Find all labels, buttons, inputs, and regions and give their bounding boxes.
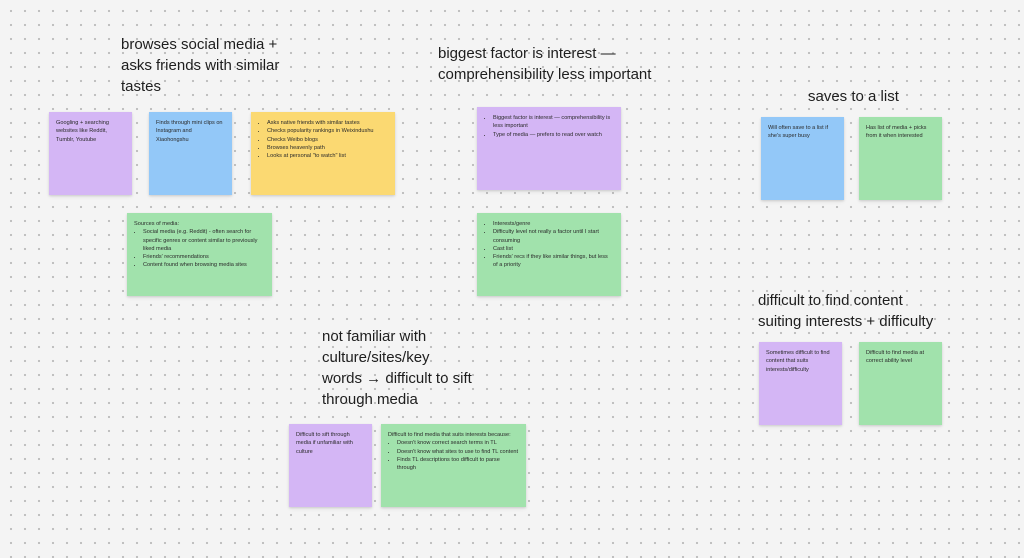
list-item: Checks popularity rankings in Weixindush… — [267, 127, 388, 135]
sticky-note-text: Googling + searching websites like Reddi… — [56, 120, 110, 143]
sticky-note-mini-clips[interactable]: Finds through mini clips on Instagram an… — [149, 112, 232, 195]
sticky-note-asks-friends[interactable]: Asks native friends with similar tastes … — [251, 112, 395, 195]
bullet-list: Doesn't know correct search terms in TL … — [388, 439, 519, 472]
sticky-note-save-to-list[interactable]: Will often save to a list if she's super… — [761, 117, 844, 200]
list-item: Difficulty level not really a factor unt… — [493, 228, 614, 245]
list-item: Social media (e.g. Reddit) - often searc… — [143, 228, 265, 253]
bullet-list: Asks native friends with similar tastes … — [258, 119, 388, 160]
bullet-list: Social media (e.g. Reddit) - often searc… — [134, 228, 265, 269]
sticky-note-biggest-factor[interactable]: Biggest factor is interest — comprehensi… — [477, 107, 621, 190]
sticky-note-sift-through-media[interactable]: Difficult to sift through media if unfam… — [289, 424, 372, 507]
list-item: Looks at personal "to watch" list — [267, 152, 388, 160]
sticky-note-sources-of-media[interactable]: Sources of media: Social media (e.g. Red… — [127, 213, 272, 296]
list-item: Friends' recs if they like similar thing… — [493, 253, 614, 270]
cluster-heading-not-familiar: not familiar with culture/sites/key word… — [322, 328, 472, 408]
list-item: Asks native friends with similar tastes — [267, 119, 388, 127]
sticky-note-lead: Sources of media: — [134, 221, 180, 227]
cluster-heading-biggest-factor: biggest factor is interest — comprehensi… — [438, 45, 652, 83]
list-item: Finds TL descriptions too difficult to p… — [397, 456, 519, 473]
list-item: Interests/genre — [493, 220, 614, 228]
list-item: Doesn't know what sites to use to find T… — [397, 448, 519, 456]
list-item: Checks Weibo blogs — [267, 136, 388, 144]
list-item: Biggest factor is interest — comprehensi… — [493, 114, 614, 131]
sticky-note-interests-genre[interactable]: Interests/genre Difficulty level not rea… — [477, 213, 621, 296]
sticky-note-ability-level[interactable]: Difficult to find media at correct abili… — [859, 342, 942, 425]
sticky-note-sometimes-difficult[interactable]: Sometimes difficult to find content that… — [759, 342, 842, 425]
list-item: Cast list — [493, 245, 614, 253]
sticky-note-googling[interactable]: Googling + searching websites like Reddi… — [49, 112, 132, 195]
cluster-heading-browses-social-media: browses social media + asks friends with… — [121, 36, 280, 95]
list-item: Friends' recommendations — [143, 253, 265, 261]
sticky-note-text: Difficult to find media at correct abili… — [866, 350, 925, 365]
bullet-list: Biggest factor is interest — comprehensi… — [484, 114, 614, 139]
cluster-heading-difficult-to-find: difficult to find content suiting intere… — [758, 292, 934, 330]
list-item: Browses heavenly path — [267, 144, 388, 152]
sticky-note-text: Difficult to sift through media if unfam… — [296, 432, 353, 455]
sticky-note-text: Will often save to a list if she's super… — [768, 125, 828, 140]
sticky-note-lead: Difficult to find media that suits inter… — [388, 432, 511, 438]
sticky-note-text: Sometimes difficult to find content that… — [766, 350, 830, 373]
sticky-note-suits-interests[interactable]: Difficult to find media that suits inter… — [381, 424, 526, 507]
bullet-list: Interests/genre Difficulty level not rea… — [484, 220, 614, 270]
sticky-note-text: Finds through mini clips on Instagram an… — [156, 120, 223, 143]
list-item: Doesn't know correct search terms in TL — [397, 439, 519, 447]
sticky-note-text: Has list of media + picks from it when i… — [866, 125, 927, 140]
sticky-note-has-list[interactable]: Has list of media + picks from it when i… — [859, 117, 942, 200]
list-item: Content found when browsing media sites — [143, 261, 265, 269]
list-item: Type of media — prefers to read over wat… — [493, 131, 614, 139]
cluster-heading-saves-to-list: saves to a list — [808, 88, 899, 105]
